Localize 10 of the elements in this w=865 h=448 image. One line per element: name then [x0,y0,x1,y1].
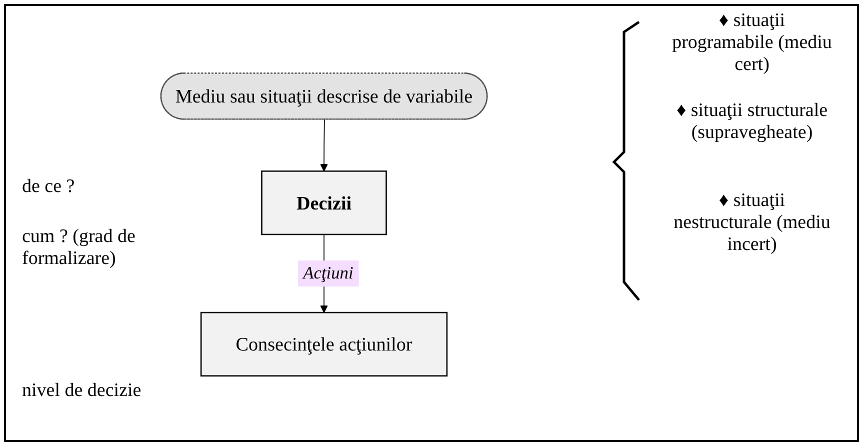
category-note: ♦ situaţii structurale (supravegheate) [675,100,829,144]
side-note: de ce ? [22,176,76,198]
side-note: cum ? (grad de formalizare) [22,226,136,270]
side-note: nivel de decizie [22,380,142,402]
edge-label: Acţiuni [303,264,354,284]
node-box: Decizii [261,170,387,236]
node-box: Consecinţele acţiunilor [200,312,448,377]
category-note: ♦ situaţii nestructurale (mediu incert) [672,190,832,256]
category-note: ♦ situaţii programabile (mediu cert) [672,10,832,76]
arrow [320,119,328,172]
